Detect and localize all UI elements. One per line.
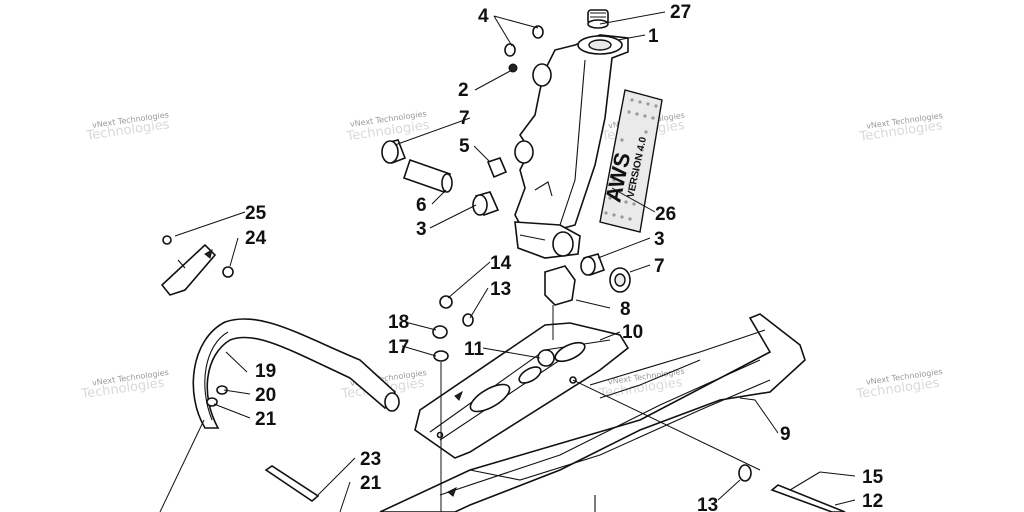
watermark: Technologies vNext Technologies — [858, 111, 944, 145]
callout-21: 21 — [255, 409, 277, 430]
bolt-part-23 — [264, 465, 320, 502]
sleeve-part-6 — [402, 158, 453, 194]
watermark: Technologies vNext Technologies — [85, 110, 171, 144]
callout-9: 9 — [780, 424, 791, 445]
callout-11: 11 — [464, 339, 485, 360]
watermark: Technologies vNext Technologies — [855, 367, 944, 402]
callout-14: 14 — [490, 253, 512, 274]
bracket-part-25 — [160, 235, 217, 296]
washer-part-11 — [537, 349, 555, 367]
spindle-part-1 — [514, 34, 629, 259]
nut-part-24 — [222, 266, 234, 278]
bushing-part-3b — [580, 253, 606, 277]
callout-8: 8 — [620, 299, 631, 320]
callout-19: 19 — [255, 361, 276, 382]
callout-7b: 7 — [654, 256, 665, 277]
callout-2: 2 — [458, 80, 469, 101]
bushing-part-3 — [472, 191, 500, 217]
callout-1: 1 — [648, 26, 659, 47]
callout-12: 12 — [862, 491, 883, 512]
callout-7: 7 — [459, 108, 470, 129]
callout-21b: 21 — [360, 473, 382, 494]
callout-23: 23 — [360, 449, 381, 470]
callout-24: 24 — [245, 228, 267, 249]
washer-part-17 — [433, 350, 449, 362]
callout-17: 17 — [388, 337, 409, 358]
callout-13b: 13 — [697, 495, 718, 512]
cap-part-27 — [587, 9, 609, 29]
pin-part-15 — [789, 471, 821, 491]
loop-part-19 — [192, 318, 400, 429]
washers-part-4 — [504, 25, 544, 57]
ski-saddle-part-10 — [414, 322, 630, 497]
nut-part-18 — [432, 325, 448, 339]
callouts: 4 27 1 2 7 5 6 3 26 25 24 3 7 14 13 8 18… — [245, 2, 884, 512]
bolt-part-12 — [770, 484, 846, 512]
watermark: Technologies vNext Technologies — [345, 109, 431, 144]
callout-10: 10 — [622, 322, 643, 343]
washer-part-13b — [738, 464, 752, 482]
nut-part-14 — [439, 295, 453, 309]
callout-18: 18 — [388, 312, 409, 333]
leader-lines — [159, 11, 856, 512]
callout-20: 20 — [255, 385, 276, 406]
callout-3b: 3 — [654, 229, 665, 250]
bushing-part-5 — [486, 157, 508, 179]
stopper-part-8 — [544, 265, 576, 306]
bushing-part-7b — [609, 267, 631, 293]
ski-part-9 — [379, 313, 806, 512]
bushing-part-7 — [381, 139, 407, 165]
callout-25: 25 — [245, 203, 267, 224]
callout-13: 13 — [490, 279, 511, 300]
callout-3: 3 — [416, 219, 427, 240]
callout-5: 5 — [459, 136, 470, 157]
callout-4: 4 — [478, 6, 489, 27]
decal-part-26: AWS VERSION 4.0 — [599, 89, 663, 233]
callout-27: 27 — [670, 2, 691, 23]
callout-15: 15 — [862, 467, 884, 488]
callout-26: 26 — [655, 204, 676, 225]
callout-6: 6 — [416, 195, 427, 216]
watermark: Technologies vNext Technologies — [80, 368, 170, 402]
